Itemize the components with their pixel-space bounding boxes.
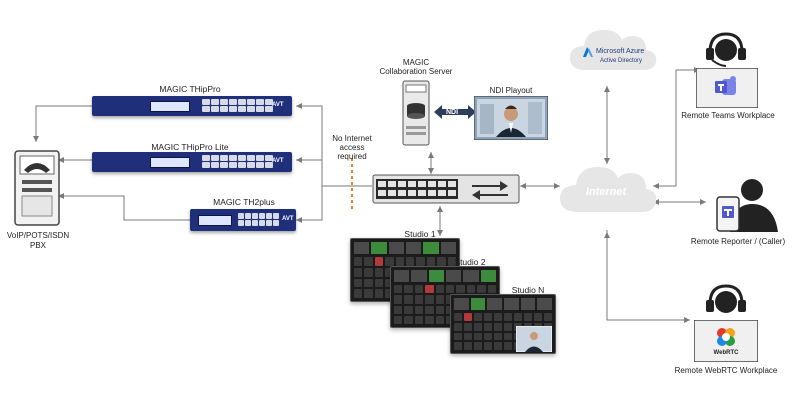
network-switch-icon [372, 174, 520, 204]
magic-thippro-device: AVT [92, 96, 292, 116]
studio2-label: Studio 2 [454, 257, 486, 267]
switch-to-th2plus-arrow [296, 186, 323, 223]
teams-label: Remote Teams Workplace [681, 111, 775, 120]
ndi-playout-screen [474, 96, 548, 140]
studion-label: Studio N [511, 285, 545, 295]
webrtc-label: Remote WebRTC Workplace [674, 366, 778, 375]
collab-server-label-line2: Collaboration Server [379, 67, 453, 76]
internet-cloud [560, 167, 656, 212]
ndi-label: NDI [446, 109, 459, 116]
studio1-label: Studio 1 [404, 229, 436, 239]
device-brand: AVT [272, 158, 284, 164]
no-internet-line3: required [337, 152, 367, 161]
headset-user-icon [706, 32, 746, 67]
teams-logo-icon [715, 76, 736, 95]
desk-phone-icon [14, 150, 60, 226]
server-tower-icon [402, 80, 430, 146]
device-brand: AVT [282, 216, 294, 222]
collab-server-label-line1: MAGIC [402, 58, 430, 67]
magic-th2plus-device: AVT [190, 209, 296, 231]
no-internet-line2: access [339, 143, 365, 152]
reporter-person-icon [730, 179, 778, 232]
webrtc-logo-icon [717, 328, 735, 346]
th2plus-label: MAGIC TH2plus [213, 197, 275, 207]
magic-thippro-lite-device: AVT [92, 152, 292, 172]
switch-to-thippro-arrow [296, 103, 372, 187]
no-internet-line1: No Internet [332, 134, 372, 143]
azure-label-line1: Microsoft Azure [596, 48, 645, 55]
internet-label: Internet [585, 186, 627, 198]
webrtc-badge: WebRTC [713, 350, 739, 356]
studio-preview-thumbnail [516, 326, 552, 352]
ndi-playout-label: NDI Playout [489, 86, 533, 95]
pbx-label-line1: VoIP/POTS/ISDN [6, 231, 70, 240]
internet-to-webrtc-arrow [606, 230, 690, 323]
ndi-link-arrow [434, 105, 476, 119]
internet-to-teams-arrow [655, 67, 700, 187]
device-brand: AVT [272, 102, 284, 108]
headset-user-icon [706, 284, 746, 313]
pbx-label-line2: PBX [29, 241, 47, 250]
reporter-label: Remote Reporter / (Caller) [690, 237, 786, 246]
azure-logo-icon [583, 47, 593, 57]
thippro-label: MAGIC THipPro [159, 84, 221, 94]
thippro-to-pbx-arrow [33, 105, 92, 142]
smartphone-icon [716, 196, 740, 232]
azure-cloud [570, 30, 657, 70]
th2plus-to-pbx-arrow [58, 193, 190, 221]
azure-label-line2: Active Directory [600, 58, 643, 64]
thippro-lite-label: MAGIC THipPro Lite [151, 142, 229, 152]
